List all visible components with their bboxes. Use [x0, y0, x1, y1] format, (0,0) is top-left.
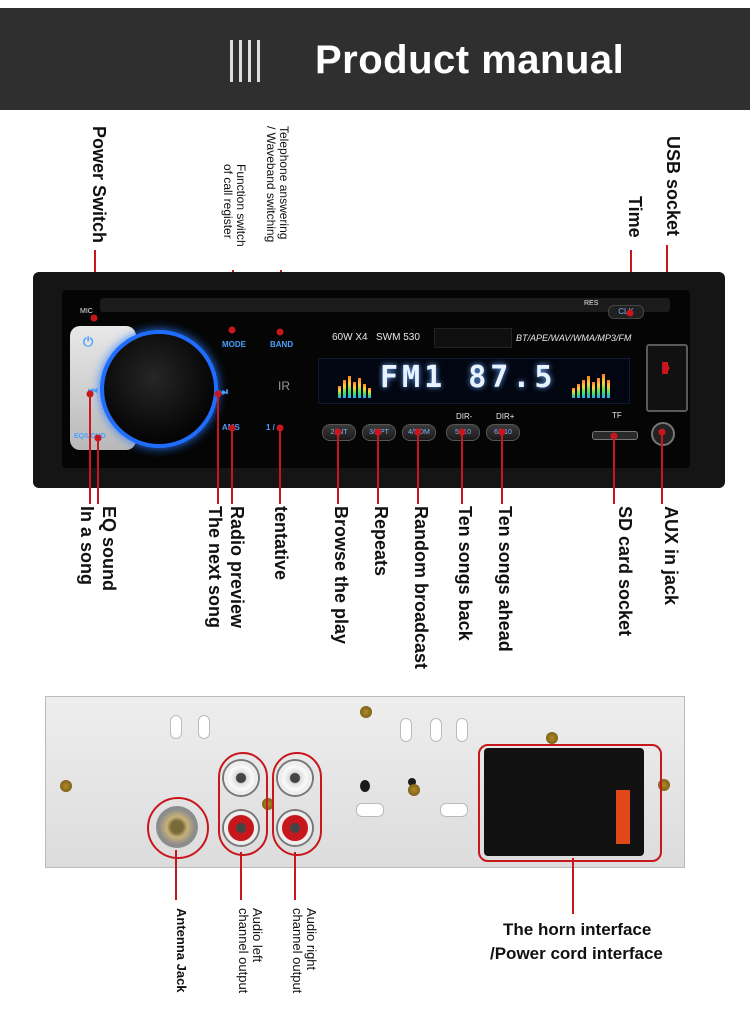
rear-hole: [408, 778, 416, 786]
header-bars-decoration: [230, 40, 260, 82]
rear-vent: [356, 803, 384, 817]
dir-minus-label: DIR-: [456, 412, 473, 421]
rear-vent: [198, 715, 210, 739]
rca-right-red[interactable]: [278, 811, 312, 845]
rear-hole: [360, 780, 370, 792]
display-window: [434, 328, 512, 348]
rca-left-white[interactable]: [224, 761, 258, 795]
label-telephone-answering: Telephone answering/ Waveband switching: [263, 126, 291, 243]
fuse: [616, 790, 630, 844]
label-power-cord-interface: /Power cord interface: [490, 944, 663, 963]
label-time: Time: [625, 196, 645, 238]
label-power-switch: Power Switch: [89, 126, 109, 244]
power-icon[interactable]: ⏻: [83, 334, 94, 349]
iso-connector-highlight: [478, 744, 662, 862]
eq-bars-right: [572, 370, 610, 398]
label-antenna-jack: Antenna Jack: [174, 908, 189, 993]
band-button[interactable]: BAND: [270, 340, 294, 349]
play-pause-button[interactable]: 1 / ⏯: [266, 423, 284, 432]
label-next-song: The next song: [205, 506, 225, 629]
eq-bars-left: [338, 370, 371, 398]
screw: [408, 784, 420, 796]
lcd-frequency: FM1 87.5: [380, 360, 557, 395]
mic-label: MIC: [80, 308, 93, 315]
rear-vent: [170, 715, 182, 739]
rear-vent: [400, 718, 412, 742]
res-label: RES: [584, 300, 599, 307]
rear-vent: [456, 718, 468, 742]
label-radio-preview: Radio preview: [227, 506, 247, 629]
label-tentative: tentative: [271, 506, 291, 581]
label-usb-socket: USB socket: [663, 136, 683, 237]
dir-plus-label: DIR+: [496, 412, 515, 421]
label-sd-card-socket: SD card socket: [615, 506, 635, 637]
page-title: Product manual: [315, 38, 625, 82]
rear-vent: [440, 803, 468, 817]
right-output-highlight: [272, 752, 322, 856]
supported-formats: BT/APE/WAV/WMA/MP3/FM: [516, 333, 632, 343]
antenna-highlight: [147, 797, 209, 859]
label-in-a-song: In a song: [77, 506, 97, 586]
screw: [360, 706, 372, 718]
header-banner: [0, 8, 750, 110]
screw: [60, 780, 72, 792]
rca-right-white[interactable]: [278, 761, 312, 795]
label-ten-songs-ahead: Ten songs ahead: [495, 506, 515, 652]
usb-port[interactable]: [646, 344, 688, 412]
mode-button[interactable]: MODE: [222, 340, 246, 349]
clk-button[interactable]: CLK: [608, 305, 644, 319]
label-browse-play: Browse the play: [331, 506, 351, 645]
tf-label: TF: [612, 411, 622, 420]
left-output-highlight: [218, 752, 268, 856]
label-horn-interface: The horn interface: [503, 920, 652, 939]
label-repeats: Repeats: [371, 506, 391, 577]
model-name: SWM 530: [376, 332, 420, 343]
label-random-broadcast: Random broadcast: [411, 506, 431, 670]
ir-sensor: IR: [278, 379, 290, 393]
volume-knob[interactable]: [104, 334, 214, 444]
power-rating: 60W X4: [332, 332, 368, 343]
label-aux-jack: AUX in jack: [661, 506, 681, 606]
front-slot: [100, 298, 670, 312]
screw: [546, 732, 558, 744]
label-eq-sound: EQ sound: [99, 506, 119, 591]
label-ten-songs-back: Ten songs back: [455, 506, 475, 641]
next-icon[interactable]: ⏭: [218, 386, 228, 398]
rca-left-red[interactable]: [224, 811, 258, 845]
rear-vent: [430, 718, 442, 742]
screw: [262, 798, 274, 810]
